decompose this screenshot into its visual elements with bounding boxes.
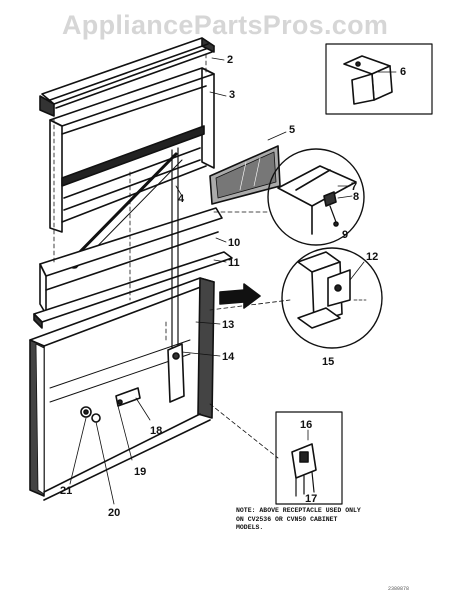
label-5: 5 [289,124,295,136]
upper-frame-panel [49,67,215,233]
label-15: 15 [322,356,334,368]
label-13: 13 [222,319,234,331]
callout-arrow [219,283,261,309]
label-7: 7 [351,181,357,193]
label-3: 3 [229,89,235,101]
label-11: 11 [228,257,240,269]
detail-circle-upper [267,148,365,246]
label-18: 18 [150,425,162,437]
drawing-code: 2380878 [388,586,410,592]
filter-grille [209,145,281,205]
control-knobs [80,406,101,423]
label-19: 19 [134,466,146,478]
lower-switch [115,387,141,407]
label-6: 6 [400,66,406,78]
wiring-bracket [167,147,185,403]
detail-6-inset [325,43,433,115]
detail-circle-lower [281,247,383,349]
label-8: 8 [353,191,359,203]
label-4: 4 [178,193,185,205]
lower-cabinet-frame [29,277,215,501]
label-10: 10 [228,237,240,249]
label-2: 2 [227,54,233,66]
receptacle-inset [275,411,343,505]
label-14: 14 [222,351,235,363]
label-21: 21 [60,485,72,497]
label-12: 12 [366,251,378,263]
label-17: 17 [305,493,317,505]
hood-roller [39,37,215,117]
label-9: 9 [342,229,348,241]
leader-lines [53,53,291,459]
label-20: 20 [108,507,120,519]
receptacle-note: NOTE: ABOVE RECEPTACLE USED ONLY ON CV25… [236,507,361,531]
middle-rail [33,207,233,329]
part-number-labels: 2 3 4 5 6 7 8 9 10 11 12 13 14 15 16 17 … [60,54,406,519]
label-16: 16 [300,419,312,431]
label-leaders [69,57,287,505]
watermark-text: AppliancePartsPros.com [62,10,389,40]
